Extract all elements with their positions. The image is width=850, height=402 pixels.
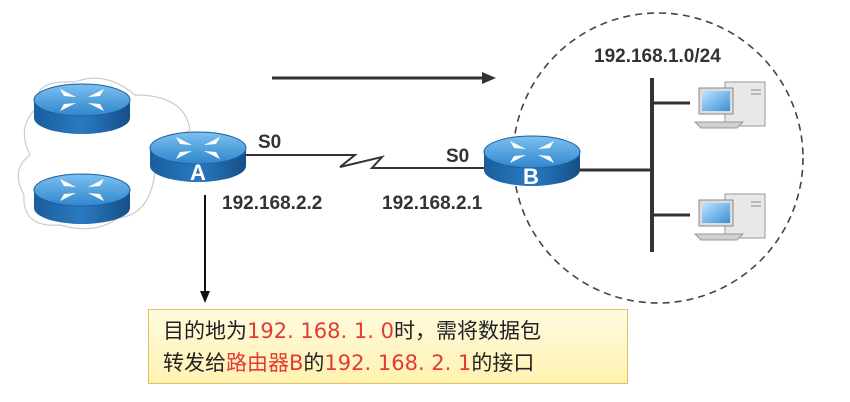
note-segment: 192. 168. 1. 0 <box>247 319 394 343</box>
routing-note: 目的地为192. 168. 1. 0时，需将数据包 转发给路由器B的192. 1… <box>148 309 628 384</box>
note-segment: 时，需将数据包 <box>393 319 541 343</box>
note-segment: 的接口 <box>471 351 535 375</box>
note-segment: 路由器B <box>226 351 304 375</box>
network-boundary <box>512 12 804 304</box>
pc-1 <box>694 81 766 129</box>
cloud-router-2 <box>33 173 131 225</box>
note-segment: 转发给 <box>163 351 226 375</box>
router-b-interface-label: S0 <box>446 146 470 167</box>
note-line-2: 转发给路由器B的192. 168. 2. 1的接口 <box>163 347 613 379</box>
note-segment: 192. 168. 2. 1 <box>324 351 472 375</box>
serial-link <box>238 154 490 169</box>
router-b-ip-label: 192.168.2.1 <box>382 193 483 214</box>
down-arrow <box>200 195 210 303</box>
router-b-label: B <box>523 164 539 189</box>
router-a-interface-label: S0 <box>258 132 282 153</box>
direction-arrow <box>272 72 496 84</box>
pc-2 <box>694 193 766 241</box>
network-label: 192.168.1.0/24 <box>594 46 721 67</box>
note-segment: 目的地为 <box>163 319 247 343</box>
note-line-1: 目的地为192. 168. 1. 0时，需将数据包 <box>163 315 613 347</box>
router-a-label: A <box>190 160 206 185</box>
note-segment: 的 <box>303 351 325 375</box>
router-a-ip-label: 192.168.2.2 <box>222 193 323 214</box>
cloud-router-1 <box>33 83 131 135</box>
